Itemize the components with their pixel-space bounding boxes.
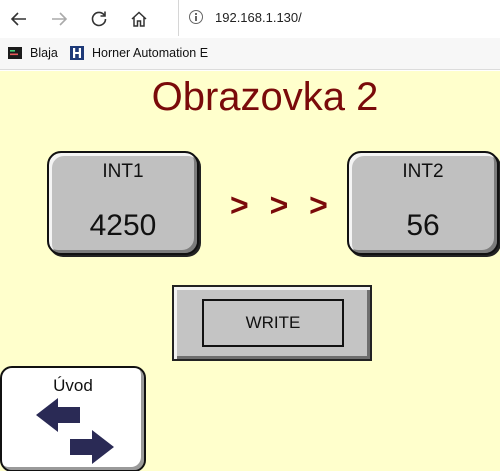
int2-value: 56	[406, 209, 440, 242]
home-icon	[131, 11, 147, 27]
screen-title: Obrazovka 2	[151, 75, 379, 119]
int2-display: INT2 56	[347, 151, 499, 255]
info-icon[interactable]	[189, 10, 203, 24]
forward-button[interactable]	[44, 4, 74, 34]
bookmark-blaja[interactable]: Blaja	[8, 46, 58, 60]
bookmark-label: Horner Automation E	[92, 46, 209, 60]
refresh-icon	[91, 11, 107, 27]
int2-label: INT2	[402, 161, 444, 182]
bookmark-horner[interactable]: Horner Automation E	[70, 46, 208, 60]
write-button[interactable]: WRITE	[172, 285, 372, 361]
arrow-left-icon	[10, 12, 26, 26]
swap-arrows-icon	[36, 398, 114, 464]
uvod-label: Úvod	[53, 376, 93, 395]
address-bar[interactable]: 192.168.1.130/	[178, 0, 500, 36]
hmi-screen: Obrazovka 2 INT1 4250 > > > INT2 56 WRIT…	[0, 71, 500, 471]
transfer-arrows: > > >	[230, 187, 334, 223]
bookmark-label: Blaja	[30, 46, 58, 60]
terminal-icon	[8, 47, 22, 59]
int1-value: 4250	[89, 209, 157, 242]
bookmarks-bar: Blaja Horner Automation E	[0, 38, 500, 70]
int1-display: INT1 4250	[47, 151, 199, 255]
browser-toolbar: 192.168.1.130/	[0, 0, 500, 38]
url-text: 192.168.1.130/	[215, 10, 302, 25]
uvod-nav-button[interactable]: Úvod	[0, 366, 146, 471]
horner-logo-icon	[70, 46, 84, 60]
int1-label: INT1	[102, 161, 144, 182]
refresh-button[interactable]	[84, 4, 114, 34]
write-button-label: WRITE	[202, 299, 344, 347]
home-button[interactable]	[124, 4, 154, 34]
arrow-right-icon	[52, 12, 68, 26]
back-button[interactable]	[4, 4, 34, 34]
